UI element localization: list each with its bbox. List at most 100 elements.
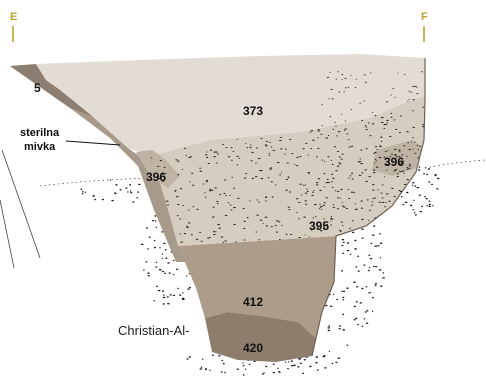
stipple-dot	[359, 102, 361, 104]
stipple-dot	[207, 237, 210, 239]
stipple-dot	[371, 234, 375, 236]
stipple-dot	[365, 148, 368, 150]
stipple-dot	[224, 371, 226, 374]
stipple-dot	[363, 74, 366, 76]
stipple-dot	[370, 242, 373, 245]
stipple-dot	[375, 266, 378, 268]
stipple-dot	[265, 225, 269, 227]
stipple-dot	[269, 167, 273, 169]
stipple-dot	[236, 368, 240, 370]
stipple-dot	[346, 249, 350, 252]
stipple-dot	[233, 223, 236, 225]
stipple-dot	[386, 119, 389, 121]
stipple-dot	[218, 355, 221, 357]
stipple-dot	[408, 163, 411, 165]
stipple-dot	[161, 231, 164, 233]
stipple-dot	[357, 323, 359, 326]
stipple-dot	[268, 154, 271, 156]
stipple-dot	[206, 179, 208, 181]
stipple-dot	[129, 190, 132, 192]
stipple-dot	[338, 325, 341, 327]
stipple-dot	[365, 129, 368, 131]
stipple-dot	[165, 172, 167, 174]
stipple-dot	[205, 368, 207, 370]
stipple-dot	[153, 239, 156, 242]
stipple-dot	[254, 176, 258, 178]
stipple-dot	[185, 155, 187, 157]
stipple-dot	[389, 136, 392, 138]
caption-text: Christian-Al-	[118, 323, 190, 338]
stipple-dot	[379, 233, 381, 235]
stipple-dot	[275, 220, 279, 222]
stipple-dot	[291, 153, 294, 155]
stipple-dot	[408, 165, 412, 167]
stipple-dot	[209, 369, 211, 371]
stipple-dot	[243, 220, 246, 222]
stipple-dot	[360, 149, 363, 151]
stipple-dot	[413, 199, 415, 202]
stipple-dot	[372, 184, 375, 186]
stipple-dot	[245, 142, 247, 144]
stipple-dot	[329, 305, 333, 307]
stipple-dot	[374, 217, 377, 219]
stipple-dot	[84, 191, 87, 193]
stipple-dot	[310, 148, 313, 150]
stipple-dot	[381, 184, 384, 186]
stipple-dot	[377, 245, 380, 247]
stipple-dot	[158, 269, 162, 271]
stipple-dot	[229, 204, 232, 206]
stipple-dot	[391, 153, 393, 155]
stipple-dot	[342, 241, 345, 243]
stipple-dot	[401, 160, 405, 162]
stipple-dot	[374, 284, 377, 286]
stipple-dot	[350, 191, 354, 193]
stipple-dot	[145, 261, 148, 263]
stipple-dot	[188, 286, 191, 289]
stipple-dot	[213, 234, 216, 236]
stipple-dot	[312, 217, 315, 219]
stipple-dot	[299, 183, 302, 185]
stipple-dot	[289, 138, 292, 140]
stipple-dot	[215, 151, 218, 153]
stipple-dot	[259, 219, 263, 221]
stipple-dot	[289, 233, 293, 236]
stipple-dot	[182, 168, 184, 170]
stipple-dot	[331, 186, 334, 188]
stipple-dot	[245, 172, 248, 175]
stipple-dot	[242, 365, 245, 367]
stipple-dot	[432, 205, 434, 207]
stipple-dot	[324, 367, 327, 369]
stipple-dot	[420, 71, 424, 73]
stipple-dot	[425, 198, 428, 200]
stipple-dot	[317, 129, 320, 131]
stipple-dot	[251, 151, 254, 153]
stipple-dot	[353, 281, 356, 283]
stipple-dot	[187, 288, 191, 290]
stipple-dot	[182, 292, 184, 294]
stipple-dot	[172, 294, 176, 297]
stipple-dot	[218, 227, 222, 229]
stipple-dot	[163, 294, 165, 296]
stipple-dot	[307, 172, 310, 174]
stipple-dot	[366, 199, 369, 201]
stipple-dot	[306, 190, 309, 192]
stipple-dot	[253, 360, 256, 362]
stipple-dot	[161, 253, 164, 255]
stipple-dot	[412, 99, 415, 101]
stipple-dot	[227, 156, 231, 158]
stipple-dot	[318, 207, 321, 209]
stipple-dot	[132, 201, 135, 203]
layer-label-373: 373	[243, 104, 263, 118]
stipple-dot	[212, 206, 215, 208]
stipple-dot	[151, 220, 155, 222]
stipple-dot	[155, 266, 158, 268]
stipple-dot	[82, 191, 84, 193]
diagonal-line-1	[0, 199, 15, 269]
stipple-dot	[185, 225, 189, 227]
stipple-dot	[398, 156, 401, 158]
stipple-dot	[372, 169, 376, 171]
stipple-dot	[161, 257, 163, 260]
stipple-dot	[355, 317, 358, 320]
side-label-line2: mivka	[24, 141, 56, 153]
stipple-dot	[337, 131, 341, 133]
